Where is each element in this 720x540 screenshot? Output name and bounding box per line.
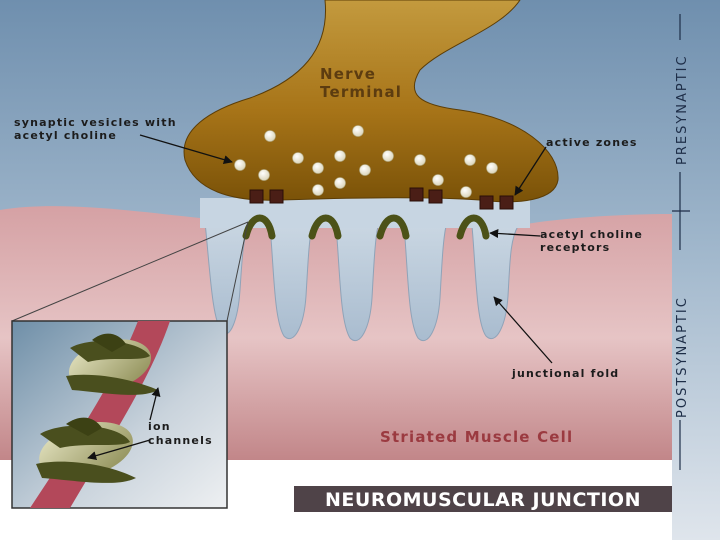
postsynaptic-label: POSTSYNAPTIC <box>675 296 690 418</box>
vesicles-label-2: acetyl choline <box>14 129 117 142</box>
nerve-terminal-label-2: Terminal <box>320 83 402 101</box>
ion-channels-label-2: channels <box>148 434 213 447</box>
presynaptic-label: PRESYNAPTIC <box>675 54 690 165</box>
ion-channels-label-1: ion <box>148 420 171 433</box>
vesicles-label-1: synaptic vesicles with <box>14 116 177 129</box>
receptors-label-1: acetyl choline <box>540 228 643 241</box>
inset-pointer-line <box>11 221 249 322</box>
inset-pointer-line <box>226 221 249 322</box>
side-scale <box>672 14 690 470</box>
ion-channel <box>36 417 136 483</box>
label-arrows <box>87 134 553 461</box>
nerve-terminal-label-1: Nerve <box>320 65 376 83</box>
title-banner <box>294 486 672 512</box>
muscle-cell-label: Striated Muscle Cell <box>380 428 573 446</box>
title-text: NEUROMUSCULAR JUNCTION <box>325 489 641 511</box>
ion-channel <box>66 333 158 395</box>
active-zones-label: active zones <box>546 136 638 149</box>
junctional-fold-label: junctional fold <box>511 367 619 380</box>
synaptic-vesicles <box>234 125 498 198</box>
ion-channel-inset <box>11 320 228 509</box>
active-zones <box>249 187 514 210</box>
nerve-terminal <box>183 0 559 203</box>
acetylcholine-receptors <box>242 214 490 240</box>
receptors-label-2: receptors <box>540 241 610 254</box>
junctional-folds <box>204 221 519 341</box>
